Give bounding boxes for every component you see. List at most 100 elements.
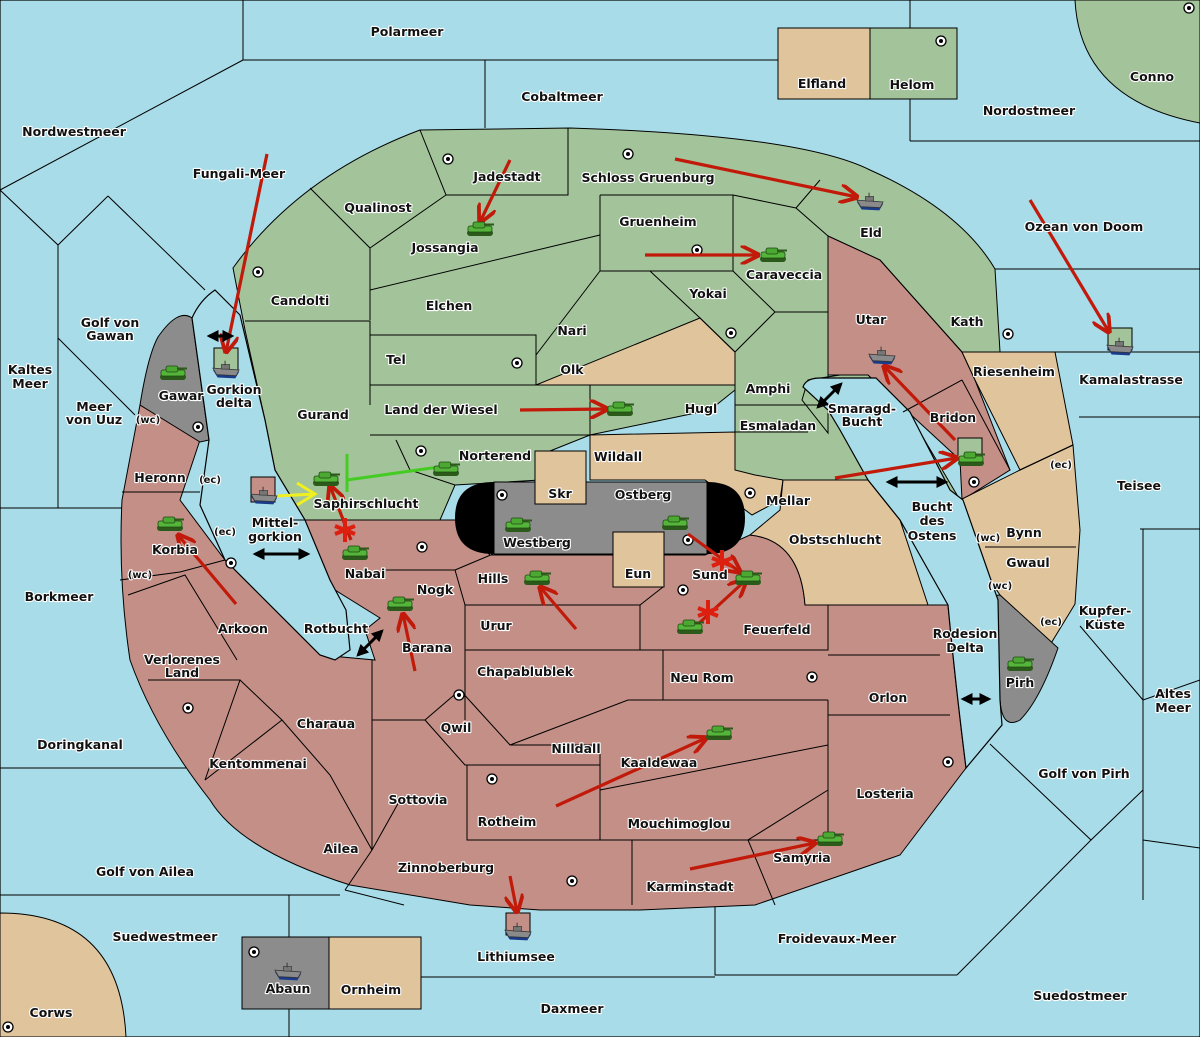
- region-label-candolti: Candolti: [271, 293, 330, 308]
- region-label-bucht-des-ostens: Bucht: [912, 499, 953, 514]
- move-order-arrow: [519, 409, 607, 410]
- region-label-barana: Barana: [402, 640, 452, 655]
- region-label-feuerfeld: Feuerfeld: [743, 622, 810, 637]
- region-label-ornheim: Ornheim: [341, 982, 401, 997]
- region-label-borkmeer: Borkmeer: [25, 589, 95, 604]
- region-label-eld: Eld: [860, 225, 882, 240]
- region-label-bridon: Bridon: [930, 410, 976, 425]
- region-label-sund: Sund: [692, 567, 728, 582]
- region-label-losteria: Losteria: [856, 786, 913, 801]
- region-label-cobaltmeer: Cobaltmeer: [521, 89, 603, 104]
- coast-label: (ec): [1050, 460, 1072, 471]
- failed-order-mark: [711, 550, 733, 574]
- region-label-verlorenes-land-2: Land: [165, 665, 199, 680]
- supply-center-icon: [744, 487, 756, 499]
- region-elfland[interactable]: [777, 27, 871, 100]
- region-label-fungali-meer: Fungali-Meer: [193, 166, 286, 181]
- region-label-altes-meer: Altes: [1155, 686, 1191, 701]
- region-label-smaragd-bucht-2: Bucht: [842, 414, 883, 429]
- region-label-nari: Nari: [557, 323, 586, 338]
- region-label-gorkion-delta: Gorkion: [206, 382, 261, 397]
- move-order-arrow: [695, 580, 746, 627]
- convoy-order-arrow: [276, 481, 318, 507]
- move-order-arrow: [403, 614, 417, 672]
- region-label-gwaul: Gwaul: [1006, 555, 1049, 570]
- region-label-doringkanal: Doringkanal: [37, 737, 123, 752]
- failed-order-mark: [697, 600, 719, 624]
- region-label-gorkion-delta-2: delta: [216, 395, 252, 410]
- region-label-bucht-des-ostens-3: Ostens: [908, 528, 957, 543]
- region-label-abaun: Abaun: [266, 981, 311, 996]
- region-label-heronn: Heronn: [134, 470, 186, 485]
- region-label-utar: Utar: [856, 312, 888, 327]
- supply-center-icon: [622, 148, 634, 160]
- supply-center-icon: [416, 541, 428, 553]
- region-label-gurand: Gurand: [297, 407, 349, 422]
- region-label-golf-von-gawan-2: Gawan: [86, 328, 134, 343]
- supply-center-icon: [935, 35, 947, 47]
- coast-label: (ec): [1040, 617, 1062, 628]
- region-label-nordwestmeer: Nordwestmeer: [22, 124, 127, 139]
- coast-label: (wc): [128, 570, 152, 581]
- region-label-esmaladan: Esmaladan: [740, 418, 816, 433]
- region-label-kamalastrasse: Kamalastrasse: [1079, 372, 1183, 387]
- continent: [120, 127, 1081, 911]
- region-label-kupfer-kueste: Kupfer-: [1079, 603, 1132, 618]
- region-label-ailea: Ailea: [323, 841, 358, 856]
- coast-label: (wc): [988, 581, 1012, 592]
- region-label-rotheim: Rotheim: [478, 814, 537, 829]
- region-label-kupfer-kueste-2: Küste: [1085, 617, 1125, 632]
- coast-label: (ec): [199, 475, 221, 486]
- region-label-jossangia: Jossangia: [410, 240, 478, 255]
- region-labels: PolarmeerCobaltmeerNordwestmeerFungali-M…: [7, 23, 1193, 1021]
- region-label-nordostmeer: Nordostmeer: [983, 103, 1076, 118]
- region-label-hills: Hills: [478, 571, 509, 586]
- bay-smaragd-bucht: [802, 377, 1003, 770]
- connection-arrow-icon: [356, 629, 384, 657]
- supply-center-icon: [182, 702, 194, 714]
- coast-label: (wc): [136, 415, 160, 426]
- move-order-arrow: [226, 153, 269, 352]
- region-label-skr: Skr: [548, 486, 572, 501]
- region-label-hugl: Hugl: [685, 401, 718, 416]
- region-label-norterend: Norterend: [459, 448, 531, 463]
- region-label-helom: Helom: [890, 77, 935, 92]
- region-label-land-der-wiesel: Land der Wiesel: [384, 402, 497, 417]
- region-label-obstschlucht: Obstschlucht: [789, 532, 881, 547]
- supply-center-icon: [486, 773, 498, 785]
- region-label-nogk: Nogk: [417, 582, 454, 597]
- region-label-orlon: Orlon: [869, 690, 908, 705]
- supply-center-icon: [496, 489, 508, 501]
- coast-label: (wc): [976, 533, 1000, 544]
- move-order-arrow: [510, 875, 517, 912]
- supply-center-icon: [453, 689, 465, 701]
- region-ornheim[interactable]: [328, 936, 422, 1010]
- region-label-gawar: Gawar: [159, 388, 205, 403]
- region-label-meer-von-uuz: Meer: [76, 399, 112, 414]
- region-label-nabai: Nabai: [345, 566, 386, 581]
- move-order-arrow: [480, 159, 512, 222]
- supply-center-icon: [942, 756, 954, 768]
- region-label-sottovia: Sottovia: [389, 792, 448, 807]
- region-label-kentommenai: Kentommenai: [209, 756, 307, 771]
- region-label-mouchimoglou: Mouchimoglou: [628, 816, 731, 831]
- supply-center-icon: [252, 266, 264, 278]
- region-label-rodesion-delta-2: Delta: [946, 640, 984, 655]
- move-order-arrow: [178, 535, 238, 606]
- supply-center-icon: [566, 875, 578, 887]
- move-order-arrow: [1028, 199, 1109, 332]
- region-label-jadestadt: Jadestadt: [472, 169, 540, 184]
- region-label-olk: Olk: [560, 362, 584, 377]
- region-label-mellar: Mellar: [766, 493, 811, 508]
- bay-mittelgorkion: [191, 289, 351, 661]
- region-label-karminstadt: Karminstadt: [646, 879, 733, 894]
- land-borders: [119, 128, 1076, 906]
- region-label-golf-von-pirh: Golf von Pirh: [1038, 766, 1129, 781]
- region-label-mittel-gorkion: Mittel-: [252, 515, 299, 530]
- region-conno[interactable]: [1074, 0, 1200, 124]
- region-label-kaltes-meer: Kaltes: [8, 362, 52, 377]
- region-label-caraveccia: Caraveccia: [746, 267, 822, 282]
- region-corws[interactable]: [0, 912, 127, 1037]
- region-label-froidevaux-meer: Froidevaux-Meer: [778, 931, 897, 946]
